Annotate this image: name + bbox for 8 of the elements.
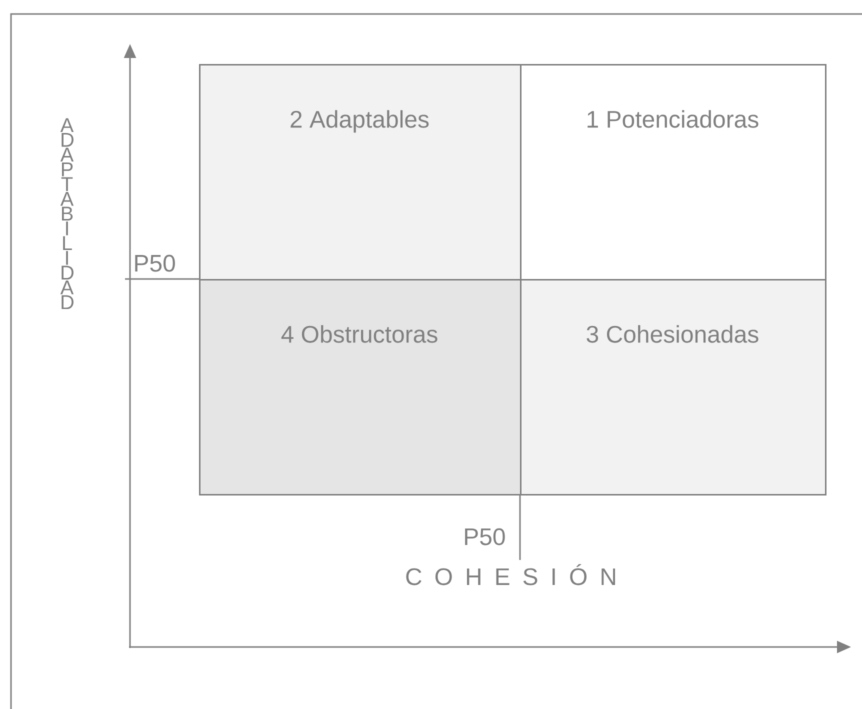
axis-title: C O H E S I Ó N <box>406 564 616 586</box>
quadrant-box: 4 Obstructoras <box>199 279 522 496</box>
axis-title: A D A P T A B I L I D A D <box>60 118 74 310</box>
quadrant-box: 3 Cohesionadas <box>520 279 826 496</box>
axis-tick-label: P50 <box>135 254 175 272</box>
axis-tick-label: P50 <box>465 528 505 546</box>
quadrant-box: 2 Adaptables <box>199 64 522 280</box>
quadrant-box: 1 Potenciadoras <box>520 64 826 280</box>
